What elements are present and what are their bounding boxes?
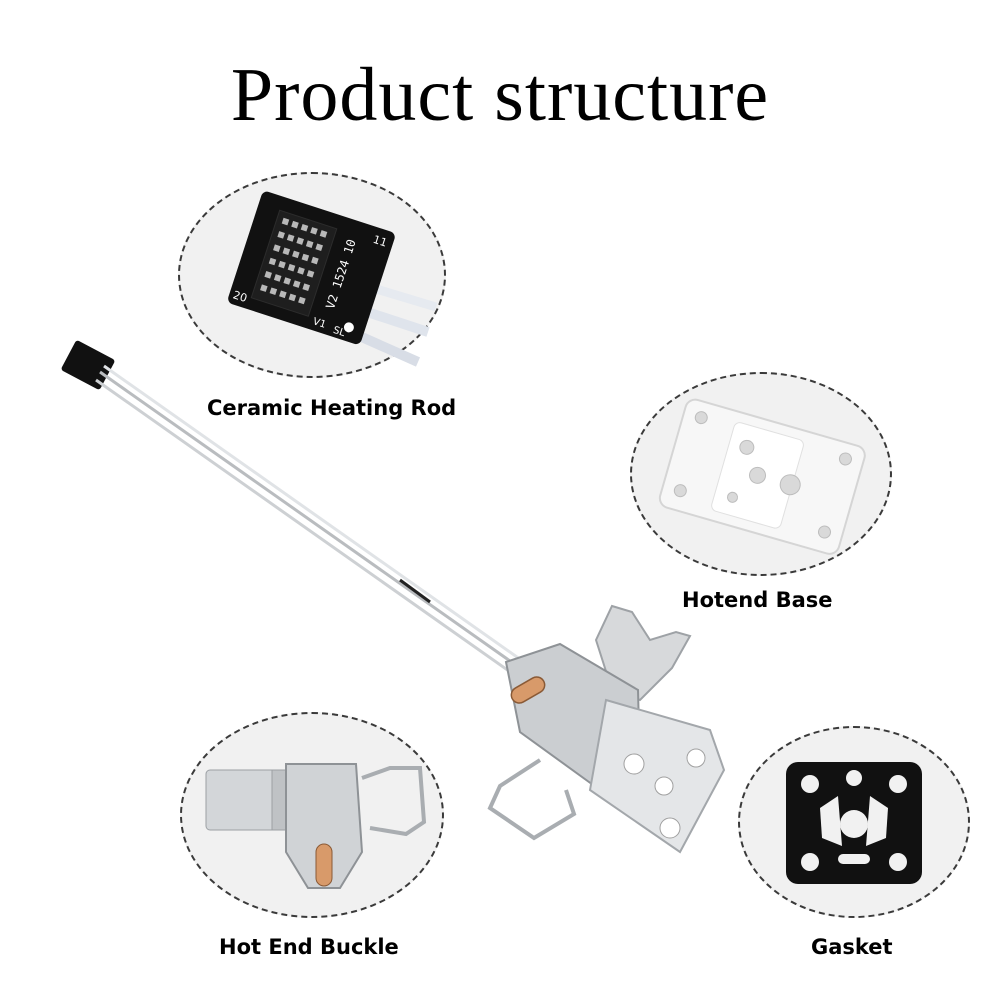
page-title: Product structure — [230, 53, 770, 137]
connector-mark-b-text: SL — [332, 325, 347, 339]
hotend-base-label: Hotend Base — [682, 588, 833, 612]
hot-end-buckle-image — [205, 763, 427, 889]
hot-end-buckle-label: Hot End Buckle — [219, 935, 399, 959]
heating-rod-connector-image: V2 1524 10 11 20 V1 SL — [228, 191, 438, 367]
connector-mark-a-text: V1 — [311, 316, 327, 331]
connector-pin-top-text: 11 — [371, 233, 388, 250]
connector-pin-bottom-text: 20 — [231, 288, 248, 305]
ceramic-heating-rod-label: Ceramic Heating Rod — [207, 396, 457, 420]
hotend-base-image — [658, 398, 866, 555]
gasket-label: Gasket — [811, 935, 893, 959]
gasket-image — [786, 762, 922, 884]
